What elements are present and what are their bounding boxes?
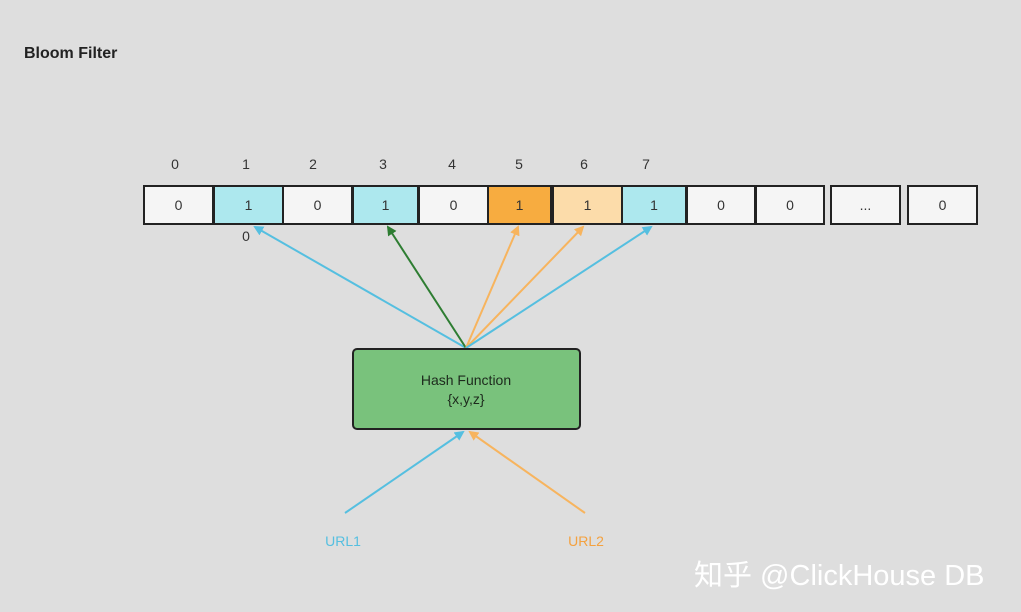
- bit-cell: 0: [418, 185, 489, 225]
- bit-cell: 1: [213, 185, 284, 225]
- bit-cell: 0: [907, 185, 978, 225]
- bit-cell: ...: [830, 185, 901, 225]
- bit-cell-value: 1: [245, 197, 253, 213]
- url2-label: URL2: [568, 533, 604, 549]
- bit-cell: 1: [621, 185, 687, 225]
- bit-cell-value: 1: [516, 197, 524, 213]
- bit-cell: 0: [143, 185, 214, 225]
- bit-index-label: 0: [171, 156, 179, 172]
- hash-output-arrows: [253, 225, 653, 349]
- bit-cell-value: ...: [860, 197, 872, 213]
- hash-function-box: Hash Function {x,y,z}: [352, 348, 581, 430]
- bit-cell-value: 0: [314, 197, 322, 213]
- bit-index-label: 7: [642, 156, 650, 172]
- bit-cell: 1: [552, 185, 623, 225]
- arrow-to-bit-1: [253, 226, 467, 349]
- hash-function-label: Hash Function: [421, 372, 511, 388]
- bit-cell: 0: [282, 185, 353, 225]
- url1-arrow: [344, 430, 465, 514]
- bit-cell: 1: [352, 185, 419, 225]
- bit-cell: 0: [755, 185, 825, 225]
- arrow-to-bit-6: [465, 225, 585, 349]
- arrow-to-bit-7: [465, 225, 653, 349]
- bit-cell-value: 0: [450, 197, 458, 213]
- bit-index-label: 1: [242, 156, 250, 172]
- url2-arrow: [468, 430, 586, 514]
- bit-cell-value: 0: [939, 197, 947, 213]
- bit-index-label: 4: [448, 156, 456, 172]
- url1-label: URL1: [325, 533, 361, 549]
- bit-cell-value: 0: [175, 197, 183, 213]
- bit-index-label: 3: [379, 156, 387, 172]
- bit-cell-value: 1: [650, 197, 658, 213]
- bit-index-labels: 0 1 2 3 4 5 6 7: [171, 156, 650, 172]
- stray-bit-label: 0: [242, 228, 250, 244]
- watermark: 知乎 @ClickHouse DB: [694, 560, 985, 592]
- input-arrows: [344, 430, 586, 514]
- bit-index-label: 5: [515, 156, 523, 172]
- bit-index-label: 6: [580, 156, 588, 172]
- bit-cell-value: 0: [786, 197, 794, 213]
- diagram-title: Bloom Filter: [24, 45, 118, 62]
- bit-cell: 0: [686, 185, 756, 225]
- arrow-to-bit-5: [465, 225, 520, 349]
- bit-cell-value: 1: [584, 197, 592, 213]
- bit-cell-value: 1: [382, 197, 390, 213]
- bit-array: 0 1 0 1 0 1 1 1 0 0... 0: [143, 185, 978, 225]
- bit-index-label: 2: [309, 156, 317, 172]
- bit-cell: 1: [487, 185, 552, 225]
- arrow-to-bit-3: [386, 225, 467, 349]
- bit-cell-value: 0: [717, 197, 725, 213]
- hash-function-params: {x,y,z}: [447, 391, 484, 407]
